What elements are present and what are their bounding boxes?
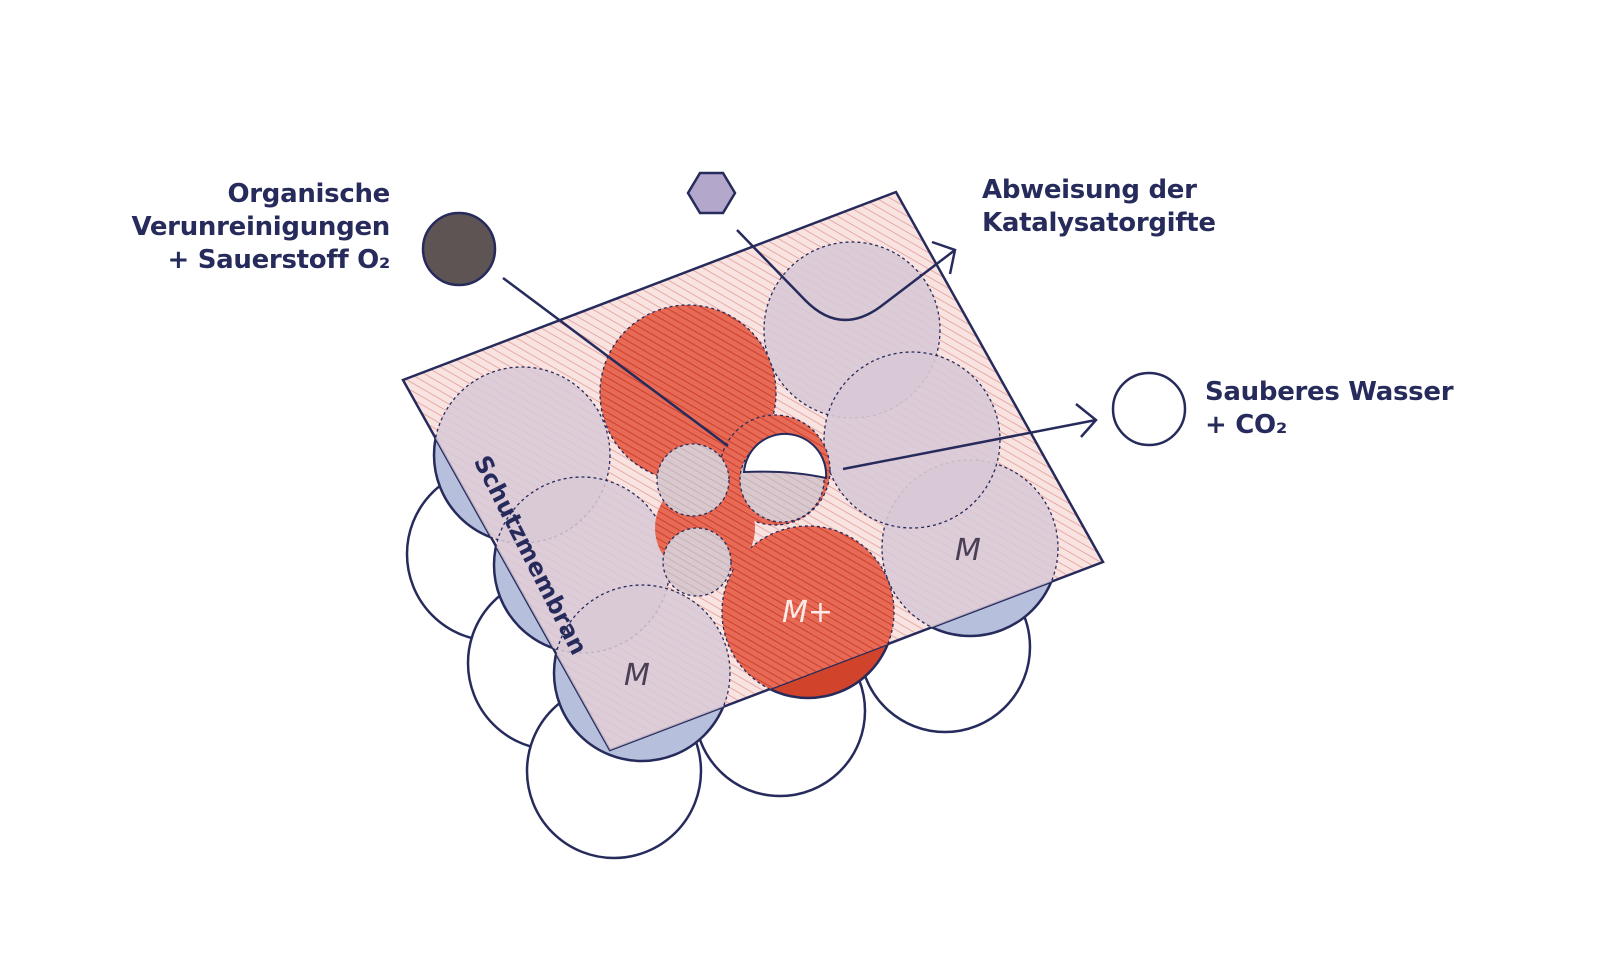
membrane-overlay-particles	[433, 241, 1059, 750]
rejection-path-arrow	[736, 229, 956, 322]
output-arrowhead	[1075, 403, 1098, 438]
small-particle	[662, 527, 732, 597]
metal-symbol: M	[624, 658, 650, 693]
rejection-label: Abweisung der Katalysatorgifte	[982, 174, 1216, 240]
output-path-line	[842, 418, 1097, 471]
input-label-line1: Organische	[227, 179, 390, 209]
input-label-line2: Verunreinigungen	[131, 212, 390, 242]
input-label-line3: + Sauerstoff O₂	[167, 245, 390, 275]
organic-impurity-icon	[421, 211, 497, 287]
input-path-line	[502, 276, 729, 448]
rejection-arrowhead	[931, 240, 957, 275]
metal-symbols: M M M+	[624, 533, 981, 693]
rejection-label-line2: Katalysatorgifte	[982, 208, 1216, 238]
output-label-line1: Sauberes Wasser	[1205, 377, 1454, 407]
catalyst-poison-icon	[686, 171, 737, 215]
rejection-label-line1: Abweisung der	[982, 175, 1197, 205]
blue-particle-overlay	[823, 351, 1001, 529]
reaction-site	[742, 432, 828, 480]
metal-symbol: M	[955, 533, 981, 568]
clean-water-icon	[1111, 371, 1187, 447]
input-label: Organische Verunreinigungen + Sauerstoff…	[131, 178, 390, 277]
small-particle	[656, 443, 730, 517]
output-label-line2: + CO₂	[1205, 410, 1287, 440]
output-label: Sauberes Wasser + CO₂	[1205, 376, 1454, 442]
metal-ion-symbol: M+	[782, 595, 833, 630]
